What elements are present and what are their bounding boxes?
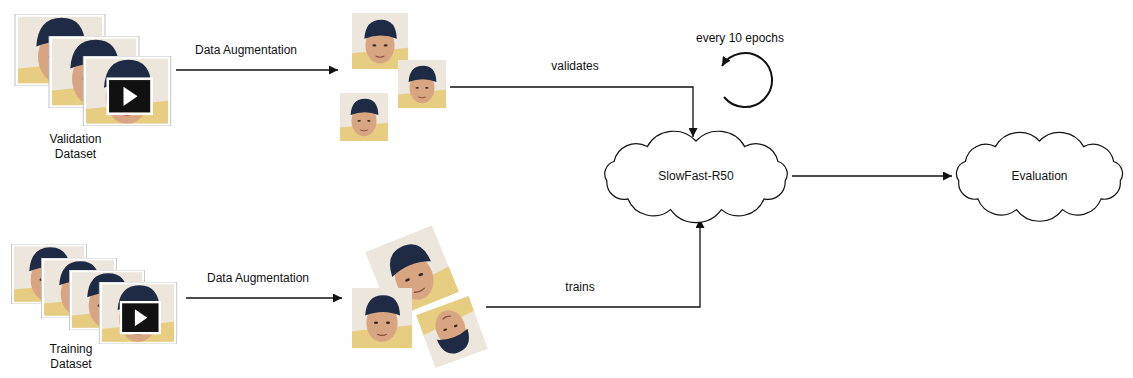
play-button — [121, 302, 160, 333]
node-text: Evaluation — [1011, 169, 1067, 184]
connector-arrow — [792, 175, 952, 176]
video-frame — [83, 50, 171, 132]
flow-label: every 10 epochs — [694, 31, 786, 46]
flow-label: Data Augmentation — [193, 43, 299, 58]
augmented-face — [340, 93, 388, 141]
trains-arrow — [486, 219, 700, 307]
node-text: SlowFast-R50 — [658, 169, 733, 184]
cloud-shape — [605, 131, 787, 222]
loop-arrow — [722, 53, 772, 107]
dataset-stack: Training Dataset — [5, 240, 137, 372]
augmented-face — [416, 296, 488, 368]
augmented-face — [352, 288, 412, 348]
validates-arrow — [450, 87, 693, 137]
node-text: Training Dataset — [31, 342, 111, 372]
cloud-node: SlowFast-R50 — [600, 135, 792, 217]
augmented-face — [398, 60, 446, 108]
play-button — [108, 79, 152, 114]
flow-label: Data Augmentation — [205, 271, 311, 286]
augmentation-arrow — [186, 297, 342, 298]
cloud-shape — [957, 132, 1123, 221]
flow-label: trains — [563, 280, 596, 295]
dataset-stack: Validation Dataset — [8, 10, 143, 162]
cloud-node: Evaluation — [952, 135, 1127, 217]
augmentation-arrow — [176, 69, 338, 70]
node-text: Validation Dataset — [36, 132, 116, 162]
flow-label: validates — [549, 59, 600, 74]
augmented-face-group — [416, 296, 488, 368]
video-frame — [99, 277, 177, 350]
